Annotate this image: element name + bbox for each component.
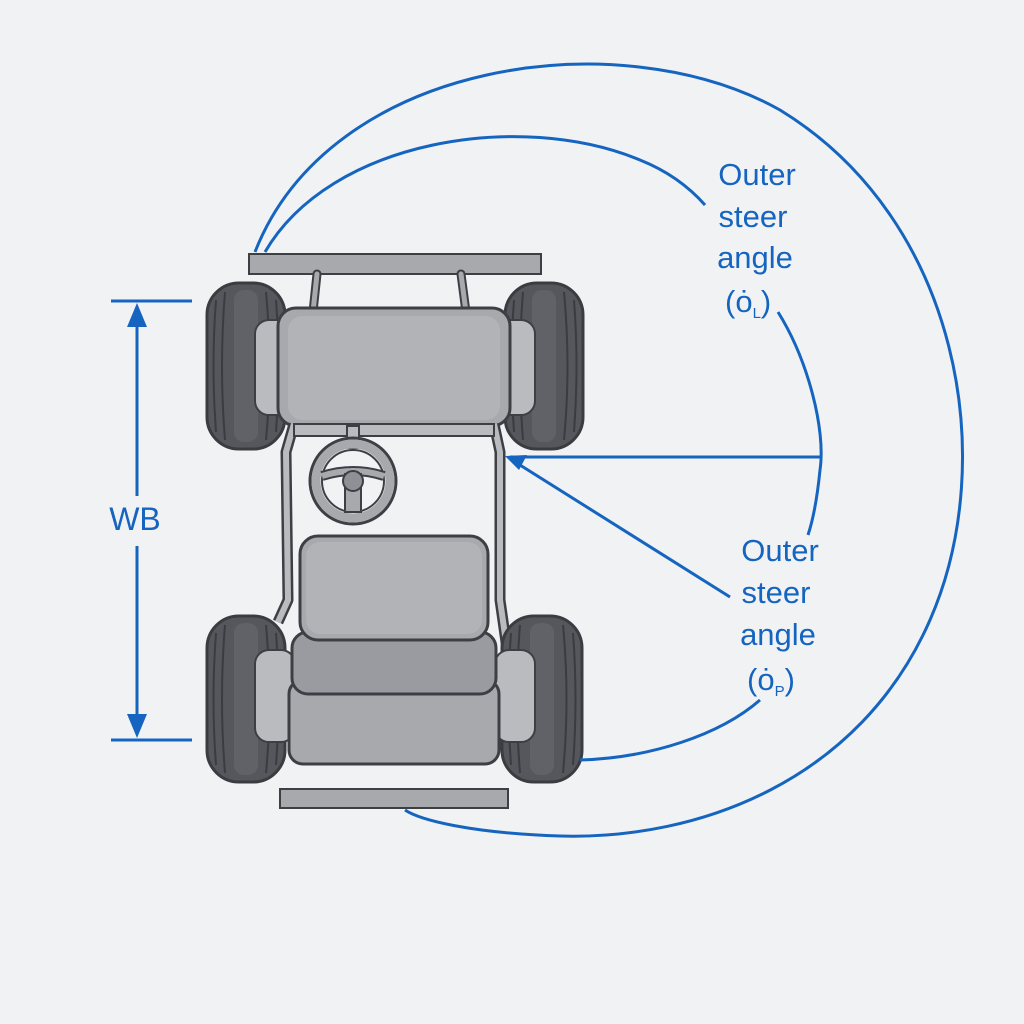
seat	[290, 534, 498, 696]
frame-rail-left-inner	[275, 423, 297, 624]
wheelbase-arrow-bottom	[127, 714, 147, 738]
double-arrow-icon	[111, 299, 192, 742]
outer-steer-angle-left-label: Outer steer angle (ȯL)	[717, 157, 796, 322]
steering-wheel-icon	[308, 436, 398, 526]
svg-text:angle: angle	[740, 617, 816, 652]
front-bumper-strut-left-inner	[310, 271, 320, 315]
front-cross-bar	[293, 423, 495, 437]
front-bumper-strut-right-inner	[458, 271, 469, 315]
outer-turn-arc	[253, 62, 964, 838]
annotations	[253, 62, 964, 838]
outer-steer-angle-left-arc	[776, 311, 823, 536]
go-kart	[205, 253, 585, 809]
inner-turn-arc	[263, 135, 707, 253]
rear-hub-right	[494, 649, 536, 743]
rear-bumper	[279, 788, 509, 809]
svg-text:(ȯL): (ȯL)	[725, 284, 771, 322]
svg-text:Outer: Outer	[741, 533, 819, 568]
svg-text:steer: steer	[742, 575, 811, 610]
svg-text:Outer: Outer	[718, 157, 796, 192]
outer-steer-angle-right-arc	[579, 698, 761, 762]
wheelbase-arrow-top	[127, 303, 147, 327]
svg-text:steer: steer	[719, 199, 788, 234]
front-bumper	[248, 253, 542, 275]
steer-direction-line	[511, 458, 731, 599]
outer-steer-angle-right-label: Outer steer angle (ȯP)	[740, 533, 819, 700]
svg-text:(ȯP): (ȯP)	[747, 662, 795, 700]
svg-text:angle: angle	[717, 240, 793, 275]
wheelbase-label: WB	[109, 501, 161, 537]
front-body-top	[288, 316, 500, 420]
steer-line-arrowhead	[505, 455, 527, 470]
